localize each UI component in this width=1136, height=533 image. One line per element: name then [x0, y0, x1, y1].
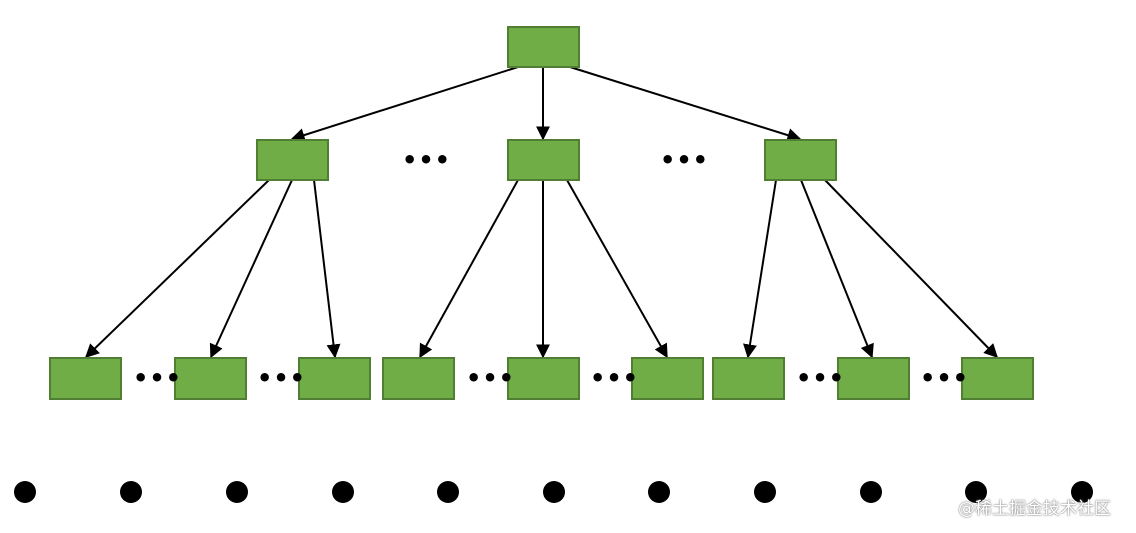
ellipsis-level2-2: •••	[660, 146, 710, 174]
watermark-text: @稀土掘金技术社区	[958, 499, 1111, 519]
edge-root-left	[290, 66, 519, 142]
bottom-dot	[965, 481, 987, 503]
leaf-node-1	[49, 357, 122, 400]
bottom-dot	[226, 481, 248, 503]
ellipsis-leaf-5: •••	[796, 364, 846, 392]
bottom-dot	[437, 481, 459, 503]
leaf-node-4	[382, 357, 455, 400]
ellipsis-level2-1: •••	[402, 146, 452, 174]
leaf-node-5	[507, 357, 580, 400]
bottom-dot	[754, 481, 776, 503]
bottom-dot	[14, 481, 36, 503]
edge-left-3	[313, 179, 341, 359]
leaf-node-2	[174, 357, 247, 400]
nodes	[49, 26, 1034, 400]
leaf-node-8	[837, 357, 910, 400]
edge-root-right	[569, 66, 802, 142]
bottom-dots	[14, 481, 1093, 503]
leaf-node-6	[631, 357, 704, 400]
bottom-dot	[120, 481, 142, 503]
ellipsis-leaf-4: •••	[590, 364, 640, 392]
edge-left-1	[84, 179, 270, 358]
edge-right-3	[824, 179, 998, 359]
leaf-node-9	[961, 357, 1034, 400]
edge-left-2	[209, 179, 293, 359]
ellipsis-leaf-2: •••	[257, 364, 307, 392]
level2-node-middle	[507, 139, 580, 181]
bottom-dot	[332, 481, 354, 503]
ellipsis-leaf-1: •••	[133, 364, 183, 392]
bottom-dot	[860, 481, 882, 503]
root-node	[507, 26, 580, 68]
edges	[84, 66, 998, 359]
ellipsis-leaf-6: •••	[920, 364, 970, 392]
level2-node-right	[764, 139, 837, 181]
ellipsis-leaf-3: •••	[466, 364, 516, 392]
edge-right-2	[800, 179, 874, 359]
leaf-node-7	[712, 357, 785, 400]
bottom-dot	[543, 481, 565, 503]
bottom-dot	[1071, 481, 1093, 503]
level2-node-left	[256, 139, 329, 181]
edge-middle-3	[566, 179, 668, 359]
bottom-dot	[648, 481, 670, 503]
edge-right-1	[743, 179, 777, 359]
leaf-node-3	[298, 357, 371, 400]
edge-middle-1	[419, 179, 519, 359]
